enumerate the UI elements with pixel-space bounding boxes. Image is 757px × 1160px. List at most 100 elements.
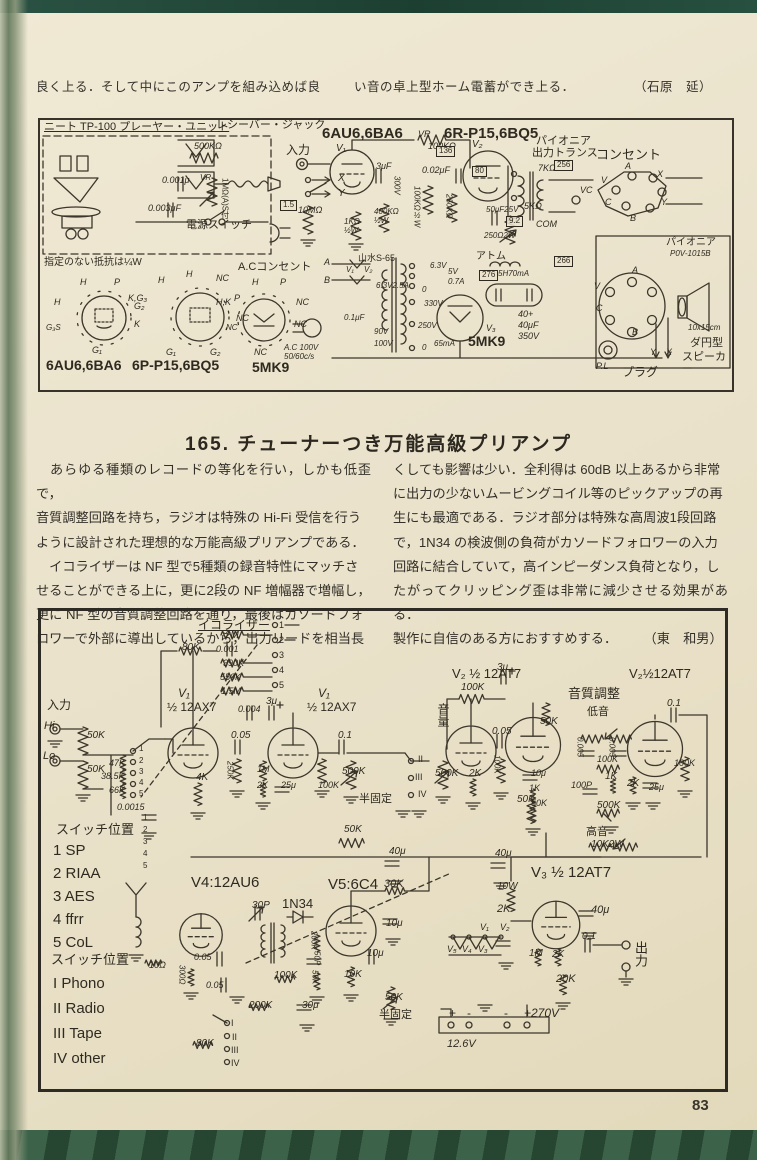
schematic-label: V₃ — [486, 323, 496, 333]
schematic-label: NC — [226, 323, 238, 332]
schematic-label: パイオニア — [536, 135, 591, 147]
schematic-label: 50K — [87, 764, 105, 775]
schematic-label: 0.05 — [194, 952, 212, 962]
schematic-label: NC — [294, 319, 307, 329]
schematic-label: 電源スイッチ — [186, 219, 252, 231]
schematic-label: 6R-P15,6BQ5 — [444, 125, 539, 142]
body-text-left-column: あらゆる種類のレコードの等化を行い，しかも低歪で， 音質調整回路を持ち，ラジオは… — [36, 462, 371, 647]
schematic-label: 50K — [540, 716, 558, 727]
schematic-label: 4 — [143, 849, 148, 858]
schematic-label: P — [114, 277, 121, 287]
author-credit: （石原 延） — [633, 80, 712, 94]
schematic-label: 0.0015 — [117, 802, 145, 812]
schematic-label: V4:12AU6 — [191, 874, 260, 891]
schematic-label: 0.1 — [582, 931, 596, 942]
schematic-label: G₁ — [166, 347, 176, 357]
schematic-label: II Radio — [53, 1000, 105, 1017]
schematic-label: 1 — [139, 744, 144, 753]
schematic-label: 2K — [627, 778, 640, 789]
schematic-label: 0.05 — [492, 726, 512, 737]
schematic-label: 0.02μF — [422, 165, 450, 175]
schematic-label: 2 — [279, 635, 285, 645]
schematic-label: 2K — [257, 780, 269, 790]
schematic-label: 指定のない抵抗は¼W — [44, 257, 142, 268]
schematic-label: H — [80, 277, 87, 287]
schematic-label: 10MΩ — [298, 205, 323, 215]
schematic-label: 276 — [479, 270, 499, 281]
intro-text-left: 良く上る．そして中にこのアンプを組み込めば良 — [36, 80, 321, 94]
top-schematic-art — [42, 134, 731, 369]
book-edge-top — [0, 0, 757, 13]
schematic-label: 2M — [225, 630, 239, 641]
schematic-label: 6AU6,6BA6 — [46, 357, 122, 373]
schematic-label: V5:6C4 — [328, 876, 379, 893]
schematic-label: I — [231, 1018, 234, 1028]
schematic-label: A.Cコンセント — [238, 261, 312, 273]
schematic-label: 80K — [196, 1038, 214, 1049]
main-schematic-art — [47, 621, 708, 1066]
schematic-label: パイオニア — [666, 237, 716, 248]
schematic-label: 10W — [497, 881, 518, 892]
schematic-label: 半固定 — [359, 793, 392, 805]
schematic-label: 1 SP — [53, 842, 86, 859]
schematic-label: 80 — [472, 166, 487, 177]
schematic-label: 250Ω2W — [484, 231, 516, 240]
schematic-label: K — [134, 319, 141, 329]
schematic-label: 6P-P15,6BQ5 — [132, 357, 220, 373]
schematic-label: ダ円型 — [690, 337, 723, 349]
schematic-label: VR — [418, 129, 431, 139]
schematic-label: 4K — [196, 772, 209, 783]
schematic-label: 入力 — [286, 143, 311, 157]
schematic-label: Lo — [43, 750, 56, 762]
schematic-label: 3μF — [376, 161, 392, 171]
schematic-label: 出力トランス — [532, 147, 598, 159]
schematic-label: III — [415, 772, 423, 782]
schematic-label: 90V — [374, 327, 389, 336]
schematic-label: 音量 — [435, 703, 450, 727]
intro-text-row: 良く上る．そして中にこのアンプを組み込めば良 い音の卓上型ホーム電蓄ができ上る．… — [36, 76, 726, 96]
schematic-label: V — [594, 281, 601, 291]
schematic-label: 入力 — [47, 698, 72, 712]
schematic-label: 1 — [143, 813, 148, 822]
schematic-label: IV other — [53, 1050, 106, 1067]
schematic-label: 500KΩ — [194, 141, 222, 151]
schematic-label: 10Ω — [149, 960, 166, 970]
schematic-label: P0V-1015B — [670, 249, 711, 258]
schematic-label: G₃S — [46, 323, 61, 332]
schematic-label: 0.05 — [231, 730, 251, 741]
schematic-label: 0 — [422, 343, 427, 352]
schematic-label: COM — [536, 219, 557, 229]
schematic-label: G₁ — [92, 345, 102, 355]
schematic-label: 5MK9 — [252, 359, 290, 375]
schematic-label: 330V — [424, 299, 443, 308]
article-title: 165. チューナーつき万能高級プリアンプ — [185, 434, 572, 455]
schematic-label: 2K — [552, 949, 565, 960]
schematic-label: K,G₃ — [128, 293, 148, 303]
schematic-label: 3 — [139, 767, 144, 776]
schematic-label: イコライザー — [198, 618, 271, 632]
schematic-label: 400KΩ ½W — [374, 207, 399, 225]
schematic-label: 0.05 — [206, 980, 224, 990]
schematic-label: 山水S-65 — [358, 253, 396, 263]
schematic-label: 0.1 — [338, 730, 352, 741]
schematic-label: 5MK9 — [468, 333, 506, 349]
schematic-label: 10x15cm — [688, 323, 721, 332]
schematic-label: + — [449, 1006, 457, 1020]
schematic-label: 136 — [436, 146, 456, 157]
article-body: あらゆる種類のレコードの等化を行い，しかも低歪で， 音質調整回路を持ち，ラジオは… — [36, 458, 728, 652]
schematic-label: 0.005 — [607, 737, 617, 758]
schematic-label: X — [338, 173, 345, 184]
schematic-label: IV — [418, 789, 427, 799]
schematic-label: 100K — [492, 755, 502, 774]
schematic-label: 1K — [605, 771, 618, 782]
schematic-label: A — [632, 265, 639, 275]
schematic-label: 100P — [571, 780, 593, 790]
schematic-label: V₂ — [364, 265, 373, 274]
schematic-label: 66K — [109, 785, 126, 795]
schematic-label: V₂ — [500, 922, 510, 932]
schematic-label: 100V — [374, 339, 393, 348]
schematic-label: 1.5 — [280, 200, 298, 211]
